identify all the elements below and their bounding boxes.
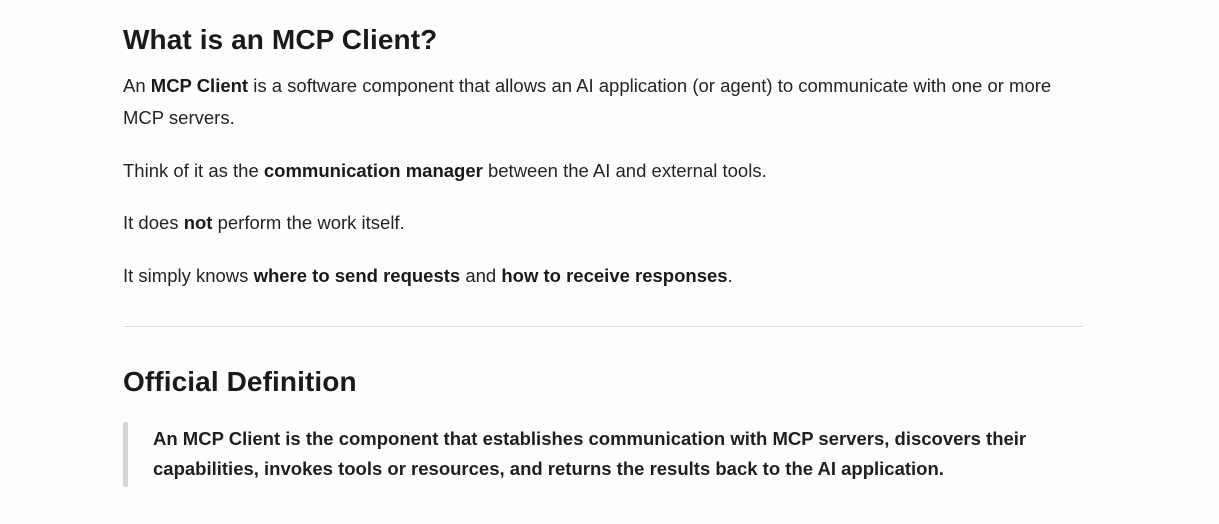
bold-term: where to send requests [253, 265, 461, 286]
text-span: It does [123, 212, 184, 233]
text-span: perform the work itself. [212, 212, 405, 233]
analogy-paragraph: Think of it as the communication manager… [123, 155, 1083, 187]
horizontal-divider [123, 326, 1083, 327]
bold-term: not [183, 212, 213, 233]
blockquote-bar [123, 422, 128, 487]
text-span: . [727, 265, 733, 286]
definition-text: An MCP Client is the component that esta… [153, 428, 1027, 479]
text-span: and [460, 265, 502, 286]
section-heading-official-definition: Official Definition [123, 366, 357, 397]
definition-blockquote: An MCP Client is the component that esta… [123, 422, 1083, 487]
requests-paragraph: It simply knows where to send requests a… [123, 260, 1083, 292]
text-span: between the AI and external tools. [482, 160, 767, 181]
section-heading-what-is-mcp-client: What is an MCP Client? [123, 24, 438, 55]
bold-term: MCP Client [150, 75, 249, 96]
text-span: An [123, 75, 151, 96]
not-work-paragraph: It does not perform the work itself. [123, 207, 1083, 239]
bold-term: how to receive responses [501, 265, 728, 286]
intro-paragraph: An MCP Client is a software component th… [123, 70, 1083, 134]
bold-term: communication manager [263, 160, 483, 181]
text-span: Think of it as the [123, 160, 264, 181]
text-span: is a software component that allows an A… [123, 75, 1052, 128]
text-span: It simply knows [123, 265, 254, 286]
